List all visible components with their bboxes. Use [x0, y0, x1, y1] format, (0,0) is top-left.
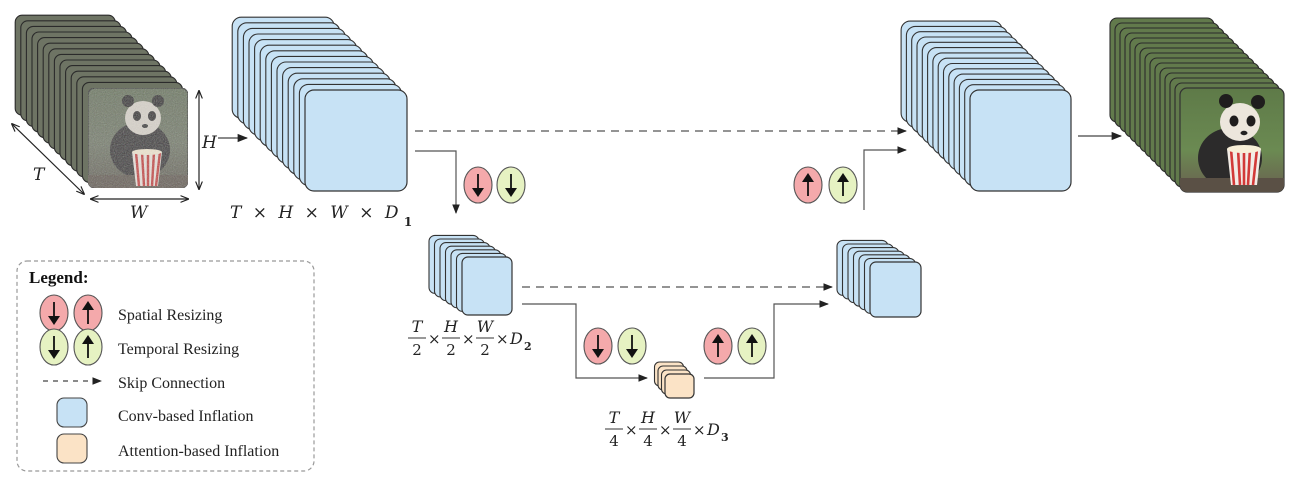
downsample-ops-2 [583, 327, 647, 365]
temporal-upsample-icon [828, 166, 858, 204]
temporal-downsample-icon [39, 328, 69, 366]
legend-label-skip: Skip Connection [118, 375, 225, 392]
channel-dim-subscript: 3 [721, 431, 729, 444]
bottleneck-to-decoder-2-path [704, 300, 829, 379]
spatial-downsample-icon [583, 327, 613, 365]
fraction-numerator: H [640, 408, 656, 427]
fraction-numerator: T [609, 408, 621, 427]
legend-label-conv: Conv-based Inflation [118, 408, 254, 425]
times-symbol: × [428, 330, 441, 348]
legend-label-attention: Attention-based Inflation [118, 443, 279, 460]
encoder-block-1-dims: T × H × W × D 1 [230, 203, 412, 229]
decoder-2-to-1-path [863, 146, 907, 210]
legend-item-spatial [39, 294, 103, 332]
width-dimension-label: W [130, 203, 149, 223]
fraction-denominator: 2 [480, 341, 490, 359]
fraction-numerator: W [477, 317, 495, 336]
time-dimension-label: T [33, 165, 46, 185]
conv-block-icon [56, 397, 88, 428]
temporal-downsample-icon [496, 166, 526, 204]
times-symbol: × [625, 421, 638, 439]
decoder-block-2 [836, 239, 922, 318]
decoder-block-1 [900, 20, 1072, 192]
time-dimension-arrow [12, 124, 84, 194]
fraction-denominator: 4 [677, 432, 687, 450]
spatial-upsample-icon [703, 327, 733, 365]
channel-dim: D [509, 329, 523, 348]
channel-dim: D [706, 420, 720, 439]
decoder-2-front-slice [869, 261, 922, 318]
times-symbol: × [496, 330, 509, 348]
encoder-1-front-slice [304, 89, 408, 192]
fraction-numerator: H [443, 317, 459, 336]
fraction-denominator: 4 [609, 432, 619, 450]
spatial-downsample-icon [463, 166, 493, 204]
temporal-downsample-icon [617, 327, 647, 365]
panda-image-noisy [88, 95, 188, 188]
upsample-ops-2 [793, 166, 858, 204]
legend-item-temporal [39, 328, 103, 366]
attention-block-icon [56, 433, 88, 464]
fraction-numerator: T [412, 317, 424, 336]
legend-border [16, 260, 315, 472]
times-symbol: × [659, 421, 672, 439]
bottleneck-front-slice [664, 373, 695, 399]
legend-label-temporal: Temporal Resizing [118, 341, 239, 358]
output-front-frame [1179, 87, 1285, 193]
fraction-numerator: W [674, 408, 692, 427]
encoder-2-to-bottleneck-path [522, 303, 648, 382]
temporal-upsample-icon [737, 327, 767, 365]
encoder-block-1 [231, 16, 408, 192]
spatial-downsample-icon [39, 294, 69, 332]
fraction-denominator: 2 [446, 341, 456, 359]
decoder-1-front-slice [969, 89, 1072, 192]
spatial-upsample-icon [793, 166, 823, 204]
fraction-denominator: 4 [643, 432, 653, 450]
channel-dim-subscript: 2 [524, 340, 532, 353]
encoder-2-front-slice [461, 256, 513, 316]
times-symbol: × [462, 330, 475, 348]
encoder-1-to-2-path [415, 150, 460, 214]
fraction-denominator: 2 [412, 341, 422, 359]
input-front-frame [87, 87, 189, 189]
downsample-ops-1 [463, 166, 526, 204]
legend-title: Legend: [29, 268, 89, 287]
times-symbol: × [693, 421, 706, 439]
legend: Legend: Spatial Resizing Temporal Resizi… [16, 260, 315, 472]
bottleneck-attention-block [653, 361, 695, 399]
temporal-upsample-icon [73, 328, 103, 366]
panda-image-clean [1180, 94, 1284, 192]
encoder-block-2 [428, 234, 513, 316]
height-dimension-label: H [201, 133, 218, 153]
legend-label-spatial: Spatial Resizing [118, 307, 222, 324]
upsample-ops-1 [703, 327, 767, 365]
spatial-upsample-icon [73, 294, 103, 332]
